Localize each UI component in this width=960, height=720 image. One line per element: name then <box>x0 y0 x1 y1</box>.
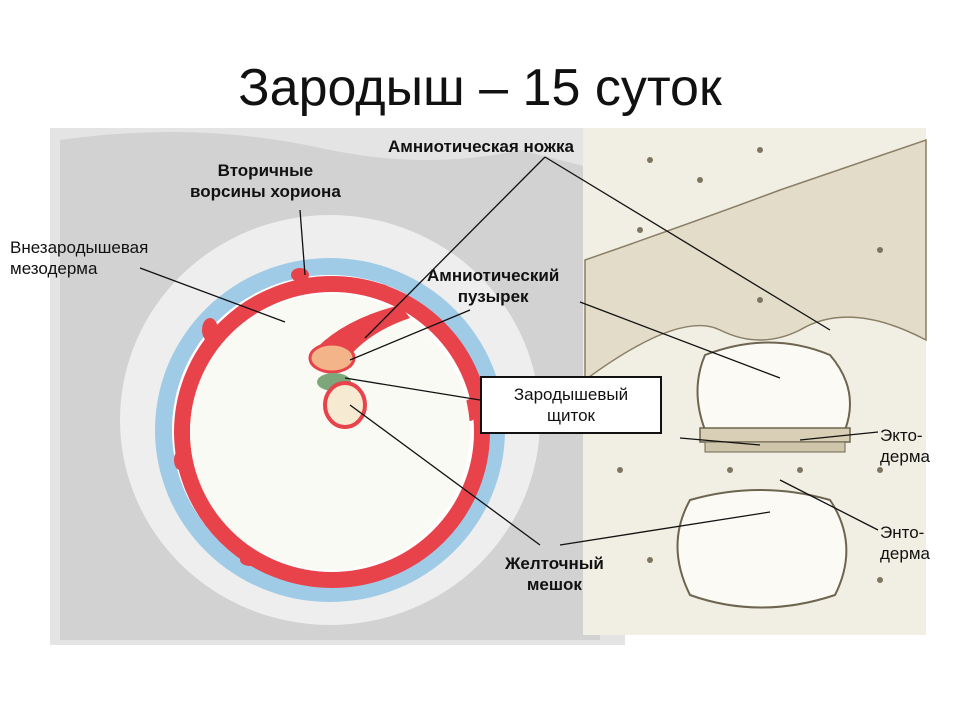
stalk-tissue <box>584 138 927 382</box>
label-amniotic-vesicle: Амниотический пузырек <box>427 266 560 306</box>
leader-lines <box>139 156 879 546</box>
yolk-cavity <box>676 489 848 609</box>
slide-title: Зародыш – 15 суток <box>238 59 722 117</box>
yolk-sac-shape <box>323 381 367 429</box>
amnion-cavity <box>696 341 851 431</box>
cell-dots <box>617 147 883 583</box>
label-endoderm: Энто- дерма <box>880 523 930 563</box>
label-extraembryonic-mesoderm: Внезародышевая мезодерма <box>10 238 149 278</box>
endoderm-layer <box>704 441 846 453</box>
label-germ-disc: Зародышевый щиток <box>480 376 662 434</box>
chorionic-cavity <box>190 294 470 570</box>
label-amniotic-stalk: Амниотическая ножка <box>388 137 574 156</box>
amniotic-vesicle-shape <box>308 342 356 374</box>
ectoderm-layer <box>699 427 851 443</box>
label-secondary-villi: Вторичные ворсины хориона <box>190 161 341 201</box>
label-ectoderm: Экто- дерма <box>880 426 930 466</box>
label-yolk-sac: Желточный мешок <box>505 554 604 594</box>
